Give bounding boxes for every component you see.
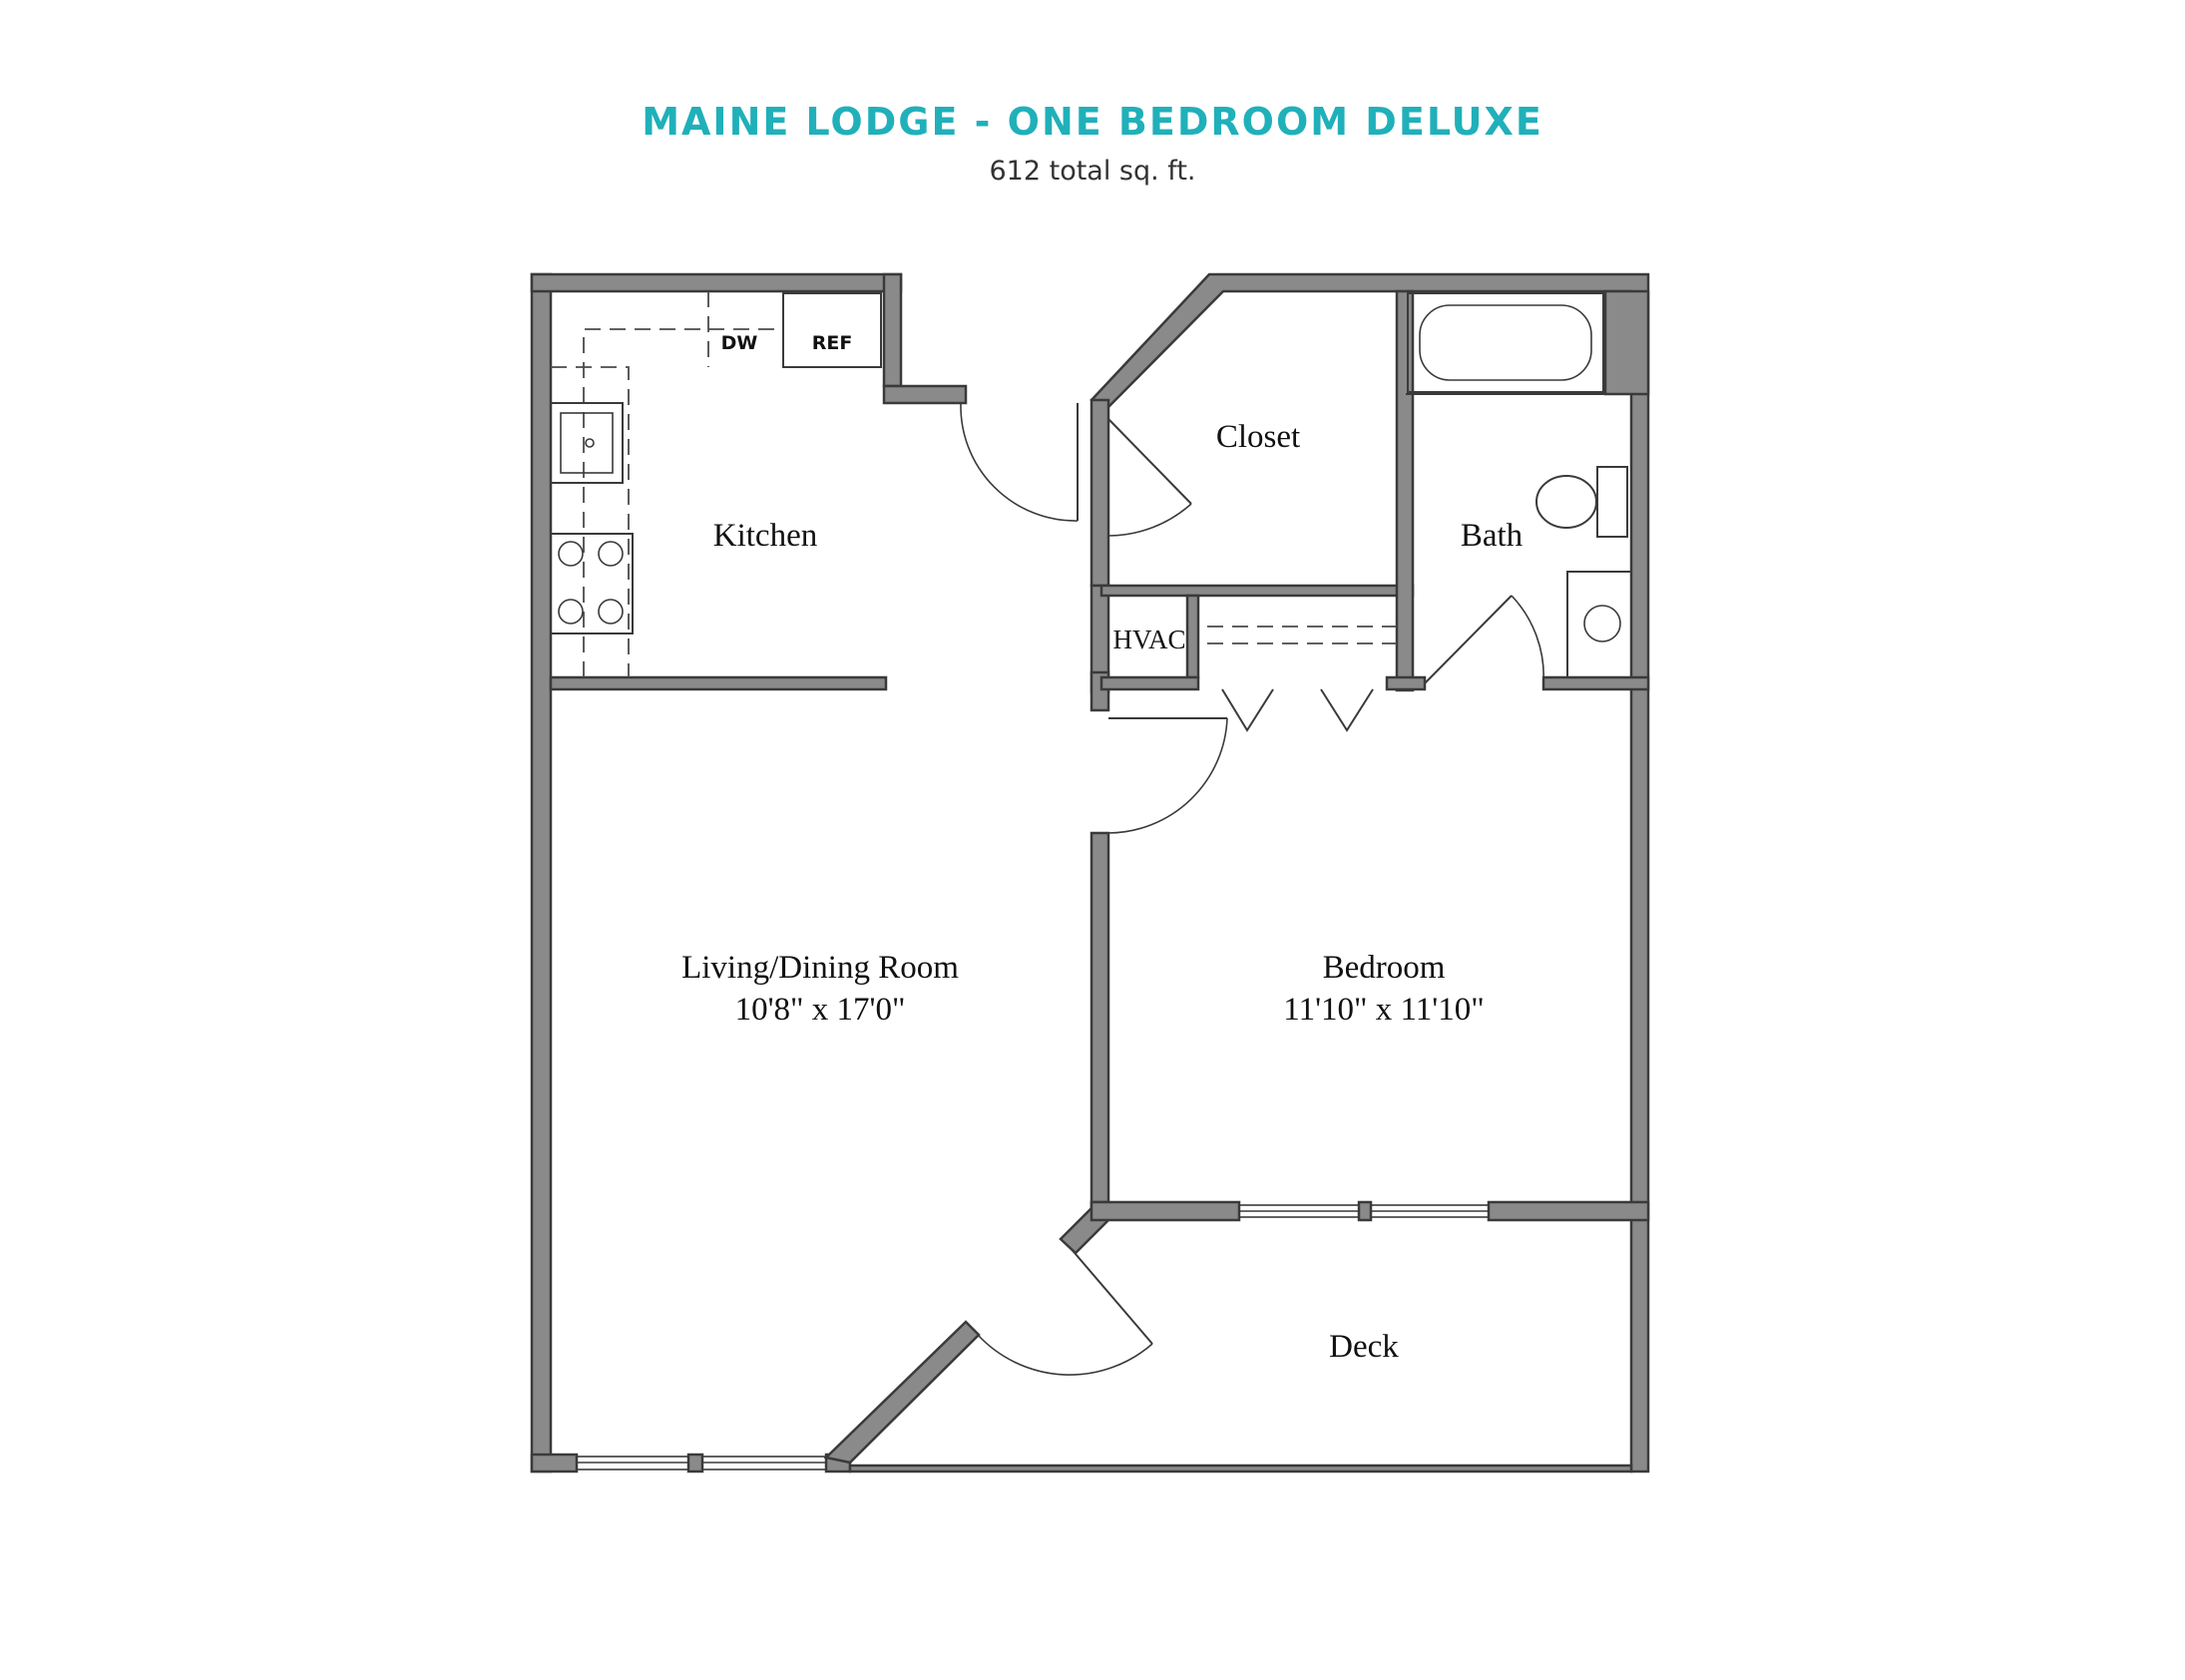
wall-kitchen-stub: [882, 384, 968, 405]
exterior-walls: [530, 272, 1650, 1473]
room-dimensions-living: 10'8" x 17'0": [735, 992, 906, 1028]
room-label-hvac: HVAC: [1112, 625, 1185, 654]
room-label-living: Living/Dining Room: [681, 950, 959, 986]
bathtub: [1407, 292, 1604, 393]
wall-bath-door-left: [1385, 675, 1427, 691]
windows: [576, 1204, 1490, 1470]
bath-fixtures: [1406, 292, 1632, 678]
refrigerator-label: REF: [812, 332, 853, 354]
wall-closet-south: [1099, 584, 1415, 598]
vanity: [1566, 571, 1632, 678]
door-closet-swing: [1107, 503, 1192, 537]
burner: [598, 599, 624, 625]
dishwasher-label: DW: [721, 332, 758, 354]
room-label-closet: Closet: [1216, 419, 1300, 455]
room-label-kitchen: Kitchen: [713, 518, 817, 554]
wall-bath-corner: [1603, 289, 1650, 396]
bifold-door-left: [1221, 688, 1274, 732]
wall-bath-door-right: [1541, 675, 1650, 691]
door-bedroom-swing: [1107, 717, 1228, 834]
wall-north-east: [1090, 272, 1650, 1473]
room-label-bath: Bath: [1461, 518, 1524, 554]
stove: [550, 533, 634, 634]
wall-diagonal-deck: [823, 1320, 981, 1465]
kitchen-fixtures: DW REF: [550, 291, 882, 677]
bifold-door-right: [1320, 688, 1374, 732]
bathtub-basin: [1419, 304, 1592, 381]
refrigerator: [782, 292, 882, 368]
door-bath: [1424, 595, 1513, 684]
wall-bedroom-south-left: [1090, 1200, 1241, 1222]
deck-railing: [848, 1464, 1633, 1473]
wall-north-kitchen: [530, 272, 903, 293]
wall-south-mullion: [686, 1453, 704, 1473]
wall-closet-bath: [1395, 289, 1415, 692]
wall-west: [530, 272, 553, 1473]
wall-hvac-east: [1185, 594, 1200, 679]
counter-edge-inner: [551, 366, 630, 677]
sink: [550, 402, 624, 484]
room-label-deck: Deck: [1329, 1329, 1399, 1365]
doors: [960, 402, 1544, 1376]
burner: [558, 541, 584, 567]
wall-hvac-south: [1099, 675, 1200, 691]
wall-kitchen-east-upper: [882, 272, 903, 388]
plan-header: MAINE LODGE - ONE BEDROOM DELUXE 612 tot…: [0, 100, 2185, 187]
room-label-bedroom: Bedroom: [1323, 950, 1446, 986]
room-labels: Kitchen Closet Bath HVAC Living/Dining R…: [681, 419, 1524, 1365]
interior-walls: [549, 289, 1650, 1255]
toilet-tank: [1596, 466, 1628, 538]
toilet-bowl: [1535, 475, 1597, 529]
room-dimensions-bedroom: 11'10" x 11'10": [1283, 992, 1484, 1028]
burner: [598, 541, 624, 567]
counter-edge-lower: [583, 328, 708, 677]
wall-south-left: [530, 1453, 579, 1473]
door-bath-swing: [1511, 595, 1544, 684]
wall-living-bedroom: [1090, 831, 1110, 1209]
plan-area: 612 total sq. ft.: [989, 156, 1196, 187]
door-kitchen-swing: [960, 402, 1079, 522]
vanity-sink: [1583, 605, 1621, 642]
door-closet: [1107, 418, 1192, 505]
door-deck-swing: [977, 1334, 1153, 1376]
door-deck: [1069, 1246, 1153, 1345]
wall-kitchen-living: [549, 675, 888, 691]
wall-closet-west: [1090, 398, 1110, 588]
burner: [558, 599, 584, 625]
wall-bedroom-mullion: [1357, 1200, 1373, 1222]
plan-title: MAINE LODGE - ONE BEDROOM DELUXE: [642, 100, 1543, 144]
wall-bedroom-south-right: [1487, 1200, 1650, 1222]
